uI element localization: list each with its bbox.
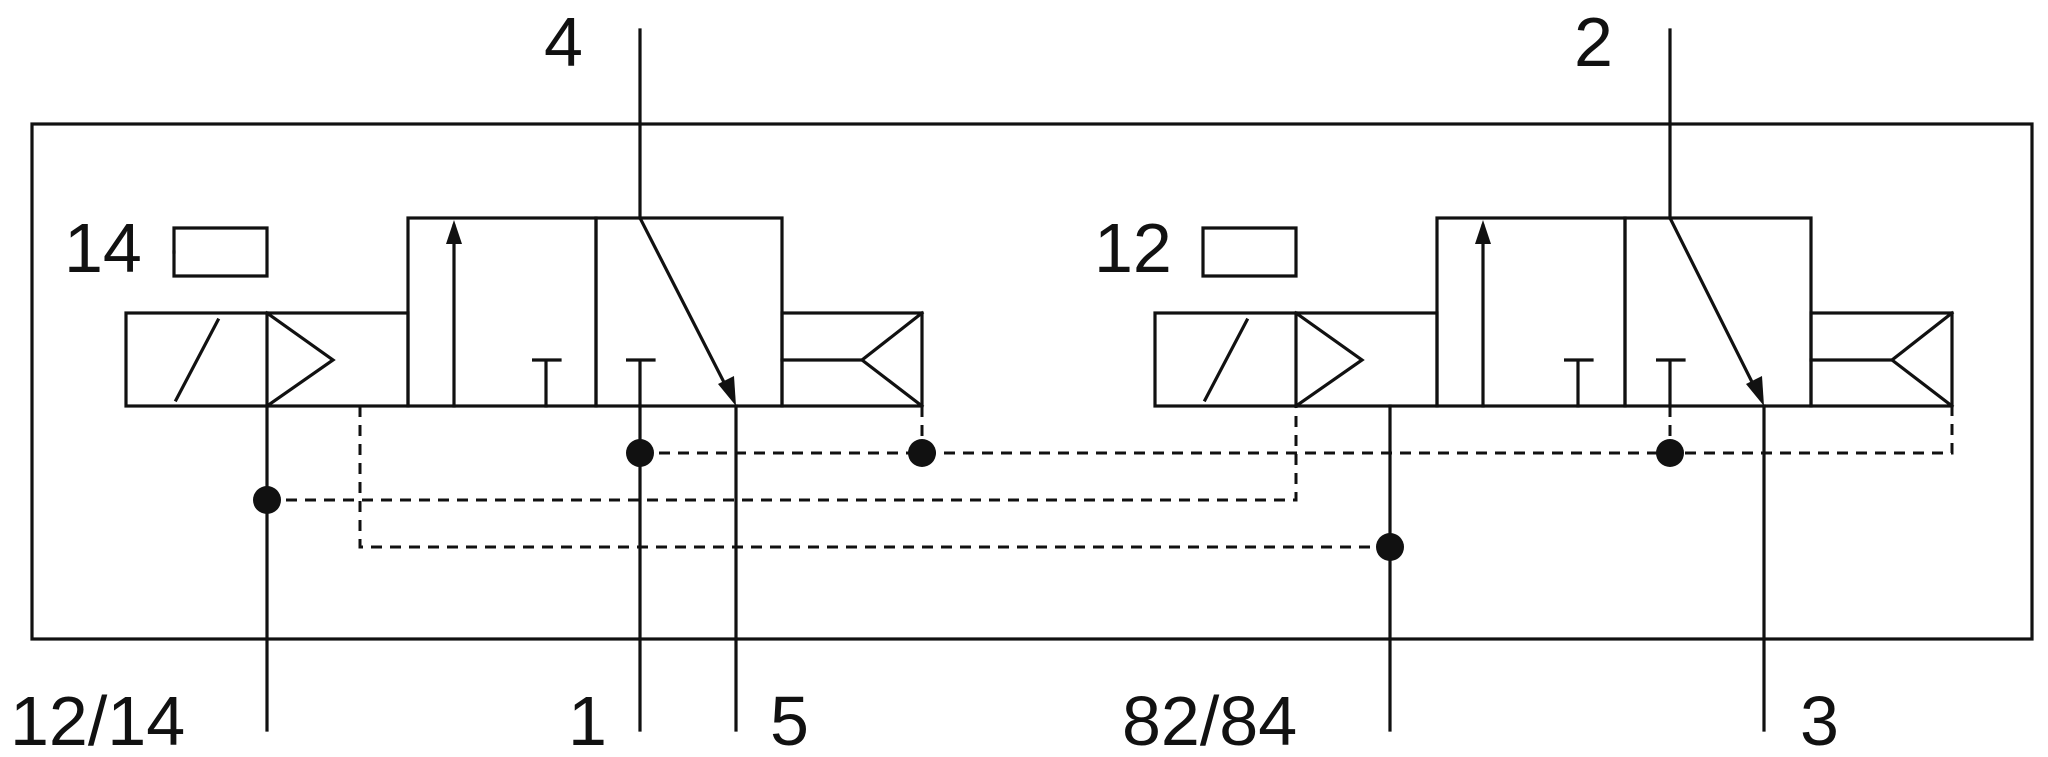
junction-dot-supply	[626, 439, 654, 467]
port-label-12-14: 12/14	[10, 682, 185, 757]
junction-dot-82-84	[1376, 533, 1404, 561]
left-return-spring	[859, 310, 925, 409]
left-flow-arrow-up-head	[446, 220, 462, 244]
right-valve-envelope-a	[1435, 216, 1627, 408]
port-label-82-84: 82/84	[1122, 682, 1297, 757]
left-valve	[124, 215, 925, 409]
junction-dot-left-spring	[908, 439, 936, 467]
left-manual-override	[172, 226, 269, 278]
junction-dot-right-port	[1656, 439, 1684, 467]
port-label-5: 5	[770, 682, 809, 757]
junction-dot-12-14	[253, 486, 281, 514]
port-label-4: 4	[544, 3, 583, 81]
pilot-line-supply	[640, 406, 1954, 455]
left-flow-arrow-diag-shaft	[637, 215, 735, 401]
right-blocked-port-a	[1564, 358, 1594, 408]
right-flow-arrow-up-head	[1475, 220, 1491, 244]
right-flow-arrow-diag-shaft	[1667, 215, 1763, 401]
port-label-3: 3	[1800, 682, 1839, 757]
port-label-1: 1	[568, 682, 607, 757]
left-flow-arrow-diag-head	[718, 376, 736, 406]
enclosure-frame	[30, 122, 2034, 641]
right-flow-arrow-diag-head	[1746, 376, 1764, 406]
override-label-12: 12	[1094, 209, 1172, 287]
left-valve-envelope-a	[406, 216, 598, 408]
port-label-2: 2	[1574, 3, 1613, 81]
right-valve	[1153, 215, 1955, 409]
right-solenoid-coil-slash	[1202, 317, 1250, 403]
left-blocked-port-a	[532, 358, 562, 408]
right-blocked-port-b	[1656, 358, 1686, 408]
left-blocked-port-b	[626, 358, 656, 408]
left-pilot-triangle	[264, 310, 336, 409]
right-pilot-triangle	[1293, 310, 1365, 409]
right-manual-override	[1201, 226, 1298, 278]
override-label-14: 14	[64, 209, 142, 287]
pilot-line-82-84	[358, 406, 1390, 549]
left-solenoid-coil-slash	[173, 317, 221, 403]
pilot-line-12-14	[267, 406, 1298, 502]
right-return-spring	[1889, 310, 1955, 409]
